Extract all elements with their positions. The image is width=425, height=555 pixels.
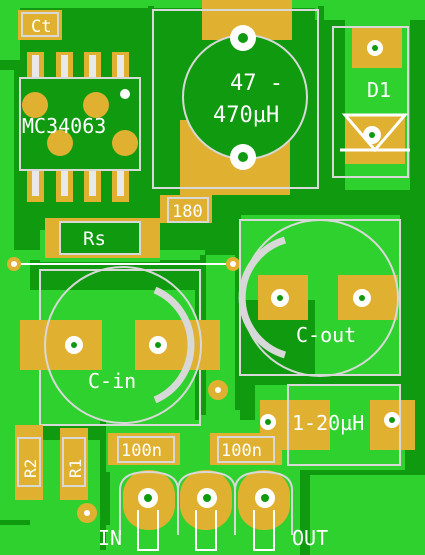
inductor-small-label: 1-20µH: [292, 411, 364, 435]
r2-label: R2: [21, 459, 40, 478]
out-label: OUT: [292, 526, 328, 550]
c-out-label: C-out: [296, 323, 356, 347]
cap1-label: 100n: [121, 441, 162, 461]
diode-d1: D1: [332, 26, 410, 178]
ic-mc34063: MC34063: [19, 52, 141, 202]
resistor-180: 180: [160, 195, 212, 223]
ct-outline: [21, 12, 59, 37]
r180-label: 180: [172, 202, 203, 222]
diode-label: D1: [367, 78, 391, 102]
capacitor-100n-2: 100n: [210, 433, 282, 465]
inductor-small: 1-20µH: [260, 384, 415, 466]
inductor-value-line1: 47 -: [230, 71, 283, 96]
c-in-label: C-in: [88, 369, 136, 393]
capacitor-100n-1: 100n: [108, 433, 180, 465]
r1-label: R1: [66, 459, 85, 478]
ic-label: MC34063: [22, 114, 106, 138]
in-label: IN: [98, 526, 122, 550]
connector-3pin: [119, 470, 293, 551]
capacitor-c-in: C-in: [20, 266, 220, 426]
resistor-r2: R2: [15, 425, 43, 500]
resistor-rs: Rs: [45, 218, 160, 258]
inductor-value-line2: 470µH: [213, 103, 279, 128]
resistor-r1: R1: [60, 428, 88, 500]
inductor-main: 47 - 470µH: [152, 0, 319, 195]
cap2-label: 100n: [221, 441, 262, 461]
ct-label: Ct: [31, 17, 51, 37]
capacitor-c-out: C-out: [238, 219, 401, 377]
rs-label: Rs: [83, 228, 106, 250]
